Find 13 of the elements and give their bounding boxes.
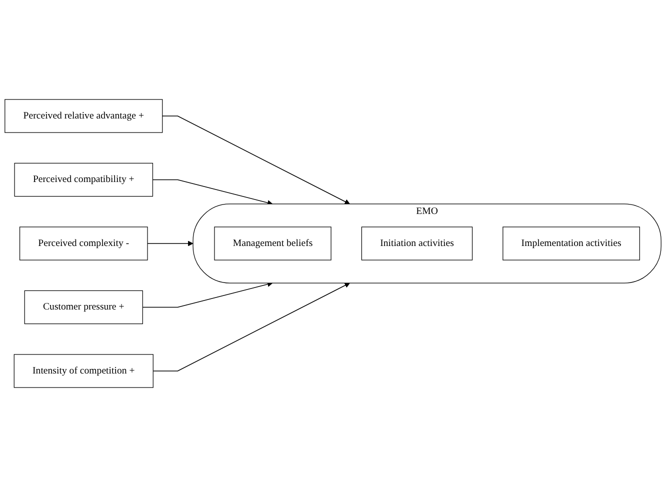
node-box: Perceived complexity - xyxy=(19,226,148,260)
node-box: Customer pressure + xyxy=(24,290,143,324)
node-box: Initiation activities xyxy=(361,226,473,260)
arrow xyxy=(162,116,350,204)
node-box: Perceived compatibility + xyxy=(14,162,154,197)
node-box: Management beliefs xyxy=(214,226,332,260)
node-box: Intensity of competition + xyxy=(14,354,154,388)
arrow xyxy=(152,282,350,372)
arrow xyxy=(152,179,273,206)
node-box: Perceived relative advantage + xyxy=(4,99,163,133)
node-box: Implementation activities xyxy=(502,226,640,260)
arrow xyxy=(147,240,194,246)
arrow xyxy=(142,282,273,308)
